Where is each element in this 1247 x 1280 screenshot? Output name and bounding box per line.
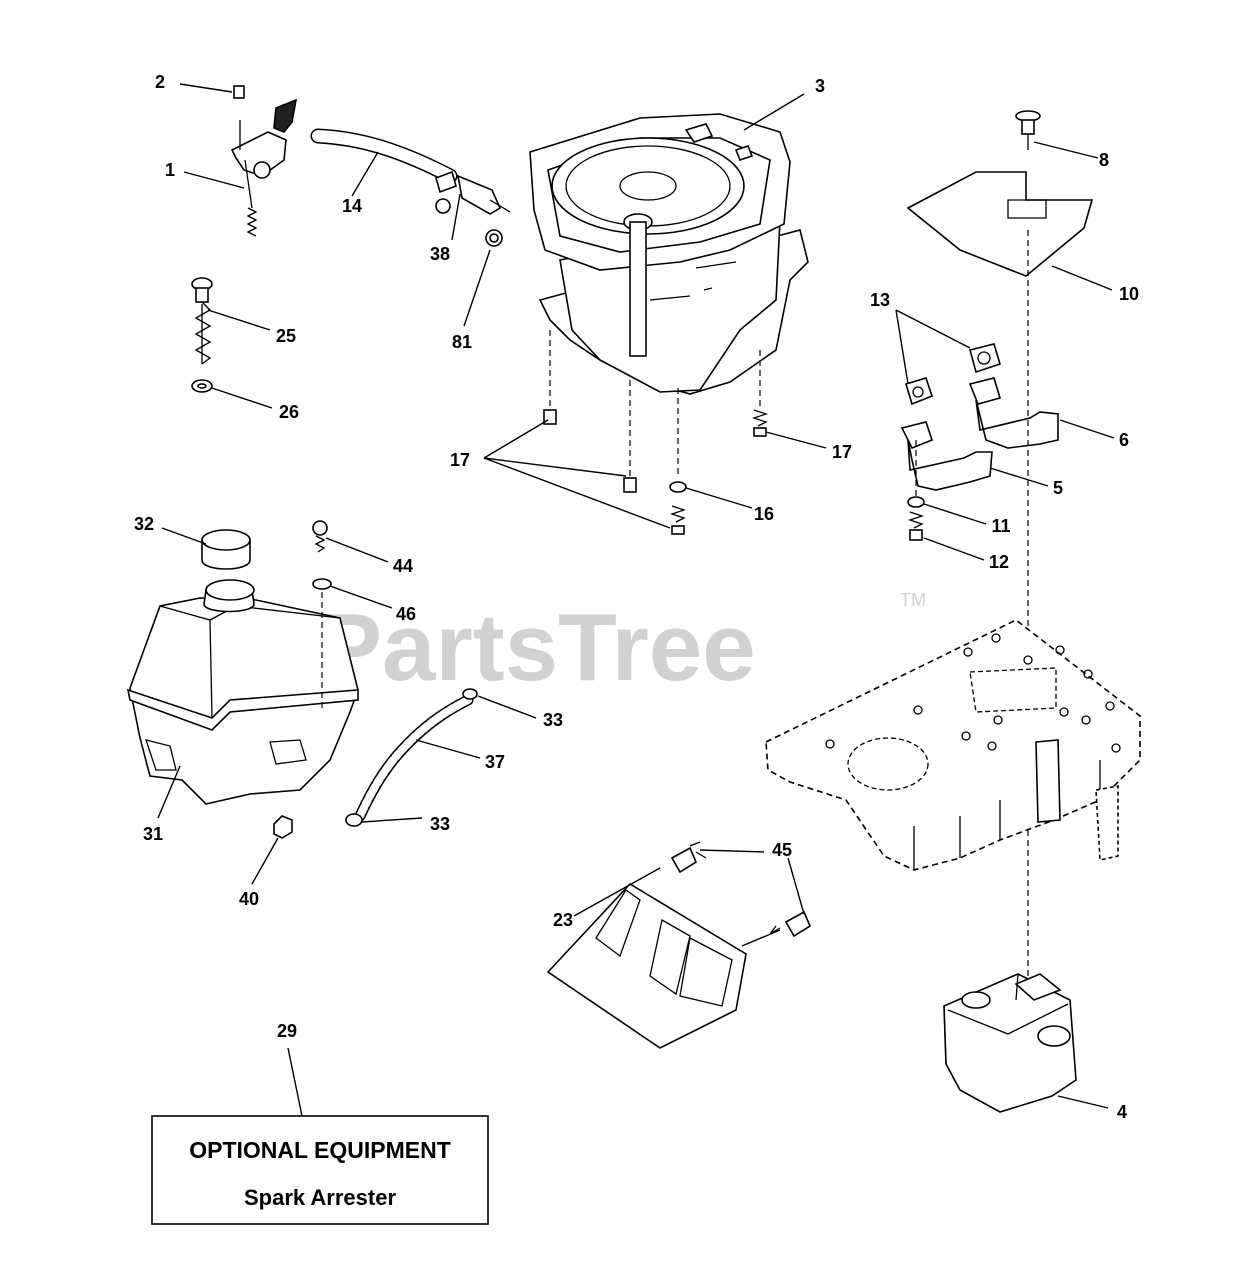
leader-lines	[157, 83, 1115, 1117]
callout-6: 6	[1119, 430, 1129, 450]
watermark-text: PartsTree	[318, 594, 756, 701]
callout-45: 45	[772, 840, 792, 860]
callout-8: 8	[1099, 150, 1109, 170]
bolt-12-part[interactable]	[907, 440, 925, 541]
exhaust-pipe-part[interactable]	[900, 377, 1059, 491]
callout-33-top: 33	[543, 710, 563, 730]
washer-16-part[interactable]	[669, 481, 687, 493]
hose-clamp-part[interactable]	[435, 170, 511, 215]
watermark-trademark: TM	[900, 590, 926, 610]
callout-2: 2	[155, 72, 165, 92]
callout-11: 11	[991, 516, 1010, 536]
callout-25: 25	[276, 326, 296, 346]
optional-equipment-title: OPTIONAL EQUIPMENT	[189, 1137, 451, 1163]
spark-arrester-label: Spark Arrester	[244, 1185, 396, 1210]
screw-8-part[interactable]	[1015, 110, 1041, 150]
callout-81: 81	[452, 332, 472, 352]
callout-32: 32	[134, 514, 154, 534]
fitting-81-part[interactable]	[485, 229, 503, 247]
callout-17-right: 17	[832, 442, 852, 462]
callout-31: 31	[143, 824, 163, 844]
engine-part[interactable]	[529, 113, 809, 395]
callout-38: 38	[430, 244, 450, 264]
engine-bolt-part[interactable]	[543, 330, 769, 535]
exhaust-gasket-part[interactable]	[905, 343, 1001, 406]
callout-10: 10	[1119, 284, 1139, 304]
screw-44-part[interactable]	[312, 520, 328, 553]
callout-14: 14	[342, 196, 362, 216]
callout-23: 23	[553, 910, 573, 930]
fuel-tank-part[interactable]	[126, 579, 359, 805]
callout-37: 37	[485, 752, 505, 772]
washer-11-part[interactable]	[907, 496, 925, 508]
fuel-hose-part[interactable]	[310, 128, 458, 184]
dipstick-part[interactable]	[191, 277, 213, 365]
fuel-hose-37-part[interactable]	[354, 694, 474, 822]
callout-13: 13	[870, 290, 890, 310]
washer-26-part[interactable]	[191, 379, 213, 393]
muffler-guard-part[interactable]	[546, 882, 747, 1049]
optional-equipment-box	[151, 1115, 489, 1225]
screw-45-part[interactable]	[670, 841, 812, 938]
heat-shield-part[interactable]	[906, 171, 1094, 277]
callout-44: 44	[393, 556, 413, 576]
callout-numbers: 2 1 3 8 10 13 6 5 11 12 14 38 81 25 26 1…	[134, 72, 1139, 1122]
callout-5: 5	[1053, 478, 1063, 498]
callout-16: 16	[754, 504, 774, 524]
callout-29: 29	[277, 1021, 297, 1041]
callout-4: 4	[1117, 1102, 1127, 1122]
throttle-control-part[interactable]	[230, 85, 298, 237]
callout-12: 12	[989, 552, 1009, 572]
fuel-cap-part[interactable]	[201, 529, 251, 570]
callout-1: 1	[165, 160, 175, 180]
callout-46: 46	[396, 604, 416, 624]
hose-clamp-33-part[interactable]	[345, 688, 478, 827]
washer-46-part[interactable]	[312, 578, 332, 712]
callout-3: 3	[815, 76, 825, 96]
callout-33-bottom: 33	[430, 814, 450, 834]
callout-17-left: 17	[450, 450, 470, 470]
callout-26: 26	[279, 402, 299, 422]
callout-40: 40	[239, 889, 259, 909]
chassis-plate-part[interactable]	[765, 619, 1141, 871]
muffler-part[interactable]	[943, 973, 1077, 1113]
fuel-cap-vent-40-part[interactable]	[273, 815, 293, 839]
